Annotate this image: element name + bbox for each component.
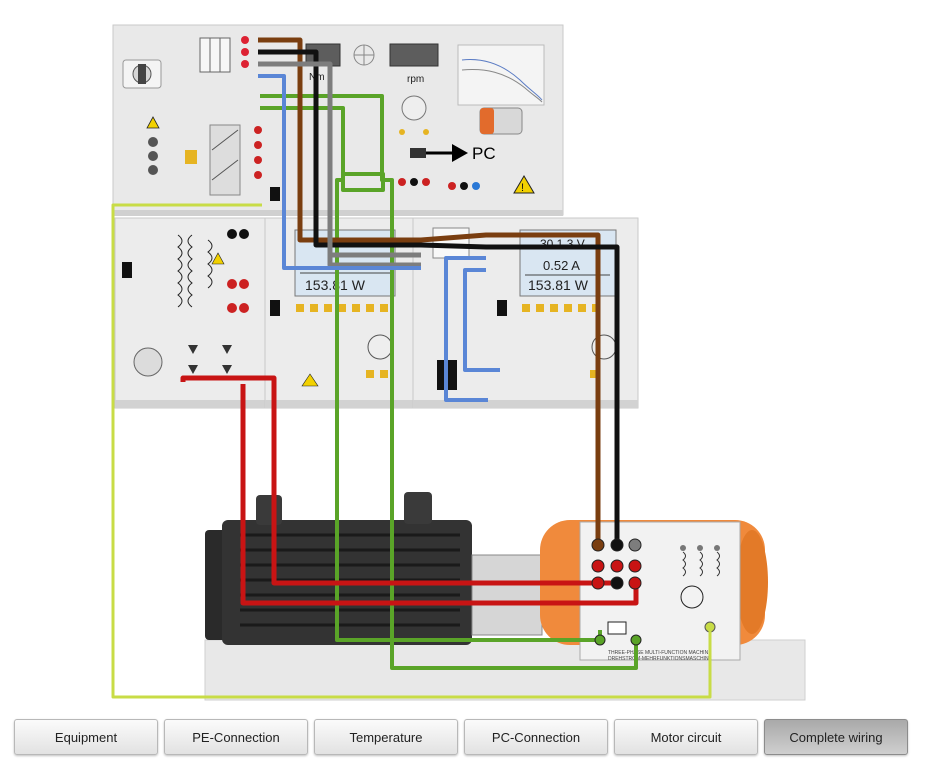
pc-interface-device <box>479 107 523 135</box>
pe-connection-button[interactable]: PE-Connection <box>164 719 308 755</box>
warning-icon <box>513 175 535 194</box>
complete-wiring-button[interactable]: Complete wiring <box>764 719 908 755</box>
meter-left-knob[interactable] <box>367 334 393 360</box>
three-phase-machine: THREE-PHASE MULTI-FUNCTION MACHINE DREHS… <box>540 520 768 662</box>
warning-icon <box>146 116 160 129</box>
pc-label: PC <box>472 144 496 163</box>
fan-icon <box>353 44 375 66</box>
nameplate-line-1: THREE-PHASE MULTI-FUNCTION MACHINE <box>608 650 712 656</box>
power-reading-right: 153.81 W <box>528 277 589 293</box>
voltage-knob[interactable] <box>133 347 163 377</box>
servo-motor <box>205 492 543 645</box>
motor-symbol-icon <box>680 585 704 609</box>
nameplate-line-2: DREHSTROM-MEHRFUNKTIONSMASCHINE <box>608 656 713 662</box>
motor-circuit-button[interactable]: Motor circuit <box>614 719 758 755</box>
wiring-diagram: Nm rpm PC ! <box>111 24 806 701</box>
current-reading-right: 0.52 A <box>543 258 580 273</box>
speed-unit: rpm <box>407 74 424 85</box>
pc-connection-button[interactable]: PC-Connection <box>464 719 608 755</box>
view-toolbar: Equipment PE-Connection Temperature PC-C… <box>0 705 926 768</box>
temperature-button[interactable]: Temperature <box>314 719 458 755</box>
svg-text:!: ! <box>521 182 524 194</box>
cables <box>111 37 712 699</box>
speed-knob[interactable] <box>401 95 427 121</box>
equipment-button[interactable]: Equipment <box>14 719 158 755</box>
arrow-right-icon <box>452 144 468 162</box>
speed-display <box>389 43 439 67</box>
motor-terminals <box>591 538 642 646</box>
characteristic-graph <box>457 44 545 106</box>
main-switch[interactable] <box>122 59 162 89</box>
